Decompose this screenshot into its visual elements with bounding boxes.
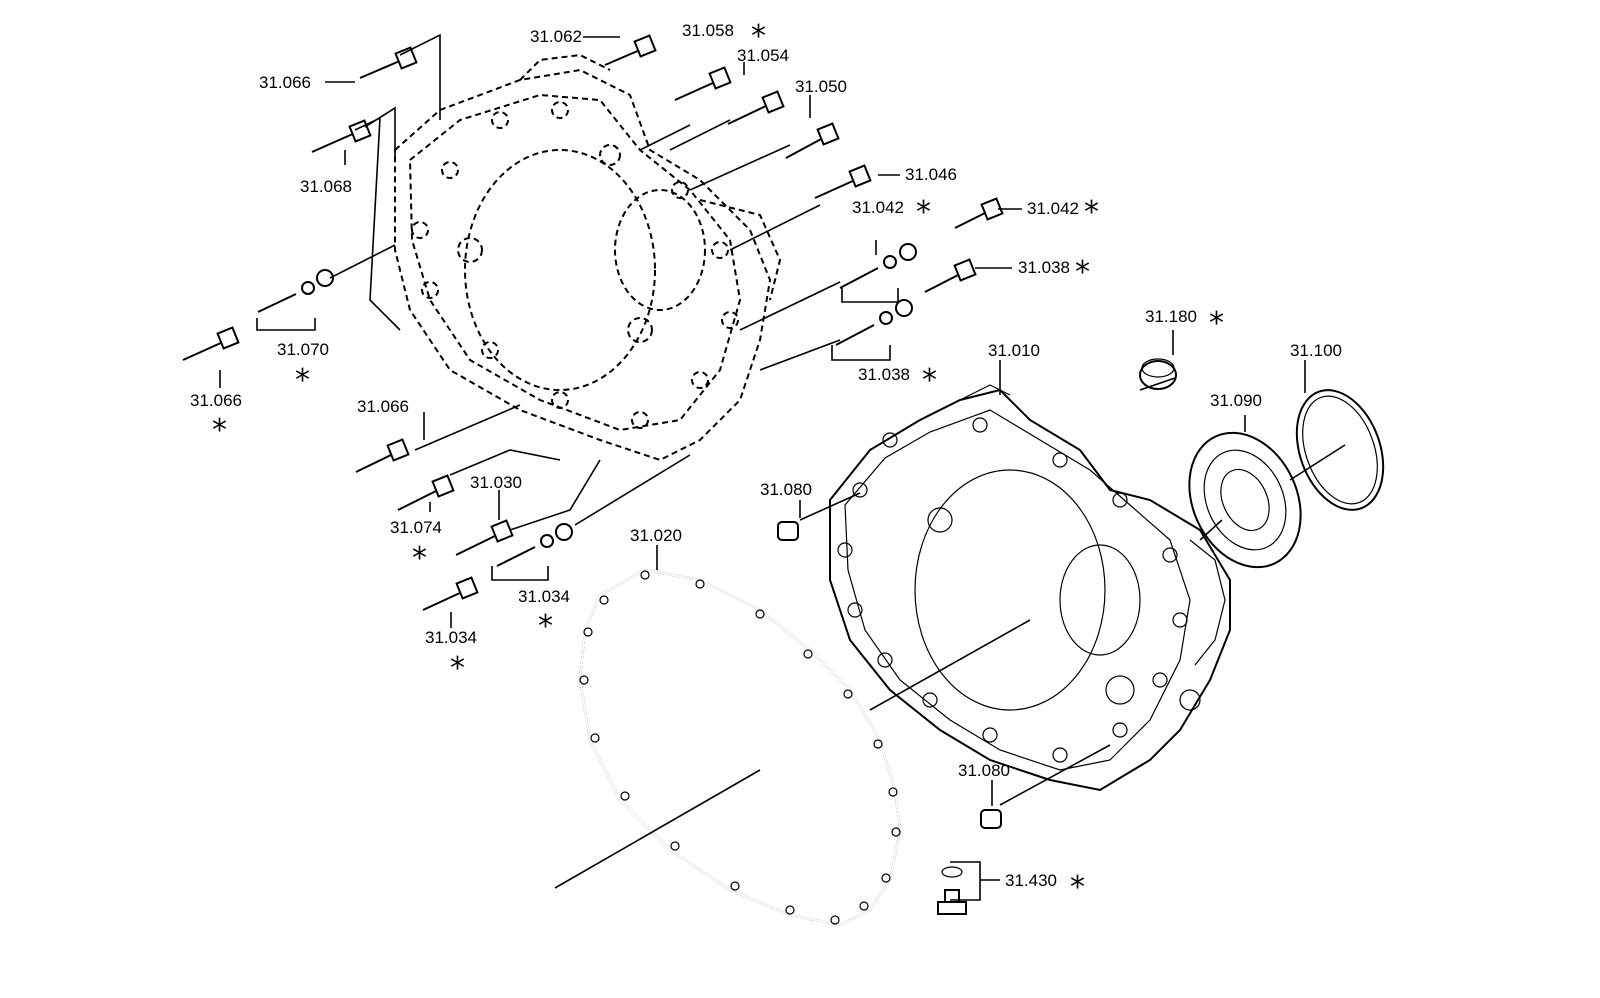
asterisk-marker: * xyxy=(1075,255,1090,290)
asterisk-marker: * xyxy=(538,609,553,644)
label-31-034-bolt: 31.034 xyxy=(425,628,477,647)
phantom-housing xyxy=(394,53,782,462)
part-labels: 31.062 31.058 * 31.054 31.050 31.046 31.… xyxy=(190,19,1342,905)
label-31-066-left: 31.066 xyxy=(190,391,242,410)
label-31-090: 31.090 xyxy=(1210,391,1262,410)
label-31-080-top: 31.080 xyxy=(760,480,812,499)
label-31-080-bottom: 31.080 xyxy=(958,761,1010,780)
asterisk-marker: * xyxy=(1084,195,1099,230)
label-31-046: 31.046 xyxy=(905,165,957,184)
snap-ring-part xyxy=(1295,389,1385,511)
asterisk-marker: * xyxy=(1070,870,1085,905)
label-31-038-bolt: 31.038 xyxy=(1018,258,1070,277)
asterisk-marker: * xyxy=(450,651,465,686)
label-31-050: 31.050 xyxy=(795,77,847,96)
asterisk-marker: * xyxy=(751,19,766,54)
label-31-062: 31.062 xyxy=(530,27,582,46)
label-31-058: 31.058 xyxy=(682,21,734,40)
label-31-034-stud: 31.034 xyxy=(518,587,570,606)
label-31-020: 31.020 xyxy=(630,526,682,545)
asterisk-marker: * xyxy=(922,363,937,398)
label-31-010: 31.010 xyxy=(988,341,1040,360)
label-31-054: 31.054 xyxy=(737,46,789,65)
drain-plug-part xyxy=(937,866,967,915)
label-31-042-bolt: 31.042 xyxy=(1027,199,1079,218)
dowel-part xyxy=(777,521,1002,829)
asterisk-marker: * xyxy=(412,541,427,576)
asterisk-marker: * xyxy=(1209,306,1224,341)
label-31-430: 31.430 xyxy=(1005,871,1057,890)
label-31-074: 31.074 xyxy=(390,518,442,537)
plug-part xyxy=(1139,358,1177,390)
label-31-180: 31.180 xyxy=(1145,307,1197,326)
asterisk-marker: * xyxy=(916,195,931,230)
label-31-068: 31.068 xyxy=(300,177,352,196)
label-31-070: 31.070 xyxy=(277,340,329,359)
gasket-part xyxy=(578,568,902,927)
housing-part xyxy=(829,384,1231,792)
asterisk-marker: * xyxy=(212,413,227,448)
label-31-030: 31.030 xyxy=(470,473,522,492)
label-31-100: 31.100 xyxy=(1290,341,1342,360)
label-31-038-stud: 31.038 xyxy=(858,365,910,384)
label-31-066-mid: 31.066 xyxy=(357,397,409,416)
asterisk-marker: * xyxy=(295,363,310,398)
label-31-042-stud: 31.042 xyxy=(852,198,904,217)
bolts xyxy=(182,34,1004,611)
leader-lines xyxy=(219,33,1346,901)
label-31-066-top: 31.066 xyxy=(259,73,311,92)
